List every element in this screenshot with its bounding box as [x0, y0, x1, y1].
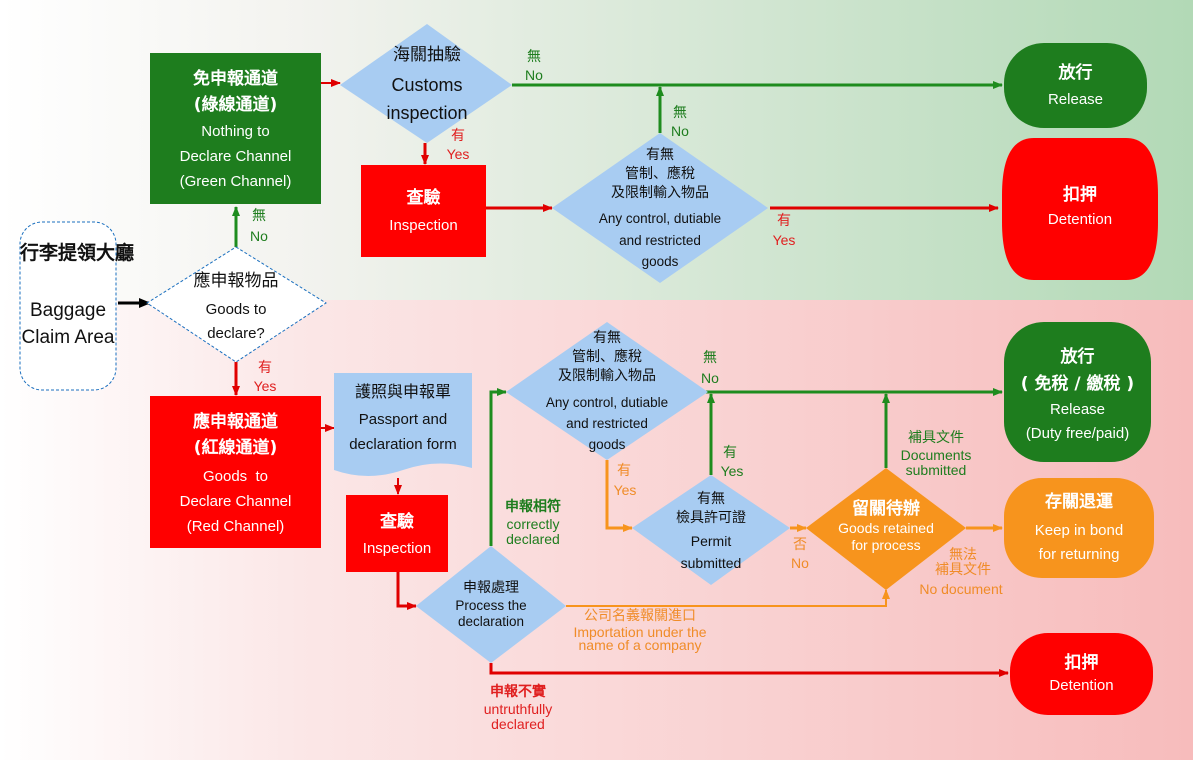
- process-zh: 申報處理: [463, 580, 519, 596]
- goods-to-declare-en: Goods to declare?: [205, 301, 267, 342]
- label-no-en-2: No: [525, 67, 543, 83]
- keep-bond-zh: 存關退運: [1045, 492, 1113, 512]
- arrow-company-to-retained: [566, 589, 890, 607]
- keep-bond-en: Keep in bond for returning: [1034, 522, 1124, 563]
- green-channel-box: [150, 53, 321, 204]
- label-docs-en: Documents submitted: [900, 447, 972, 479]
- detention-top-zh: 扣押: [1063, 185, 1097, 205]
- red-channel-zh: 應申報通道 (紅線通道): [193, 412, 278, 459]
- label-yes-en-5: Yes: [720, 463, 744, 479]
- label-yes-en-3: Yes: [772, 232, 796, 248]
- release-bottom-node: [1004, 322, 1151, 462]
- retained-en: Goods retained for process: [838, 520, 934, 553]
- control-top-zh: 有無 管制、應稅 及限制輸入物品: [611, 147, 709, 201]
- arrow-inspection-to-process: [396, 572, 417, 610]
- label-correct-zh: 申報相符: [505, 499, 561, 515]
- label-correct-en: correctly declared: [506, 516, 560, 548]
- keep-bond-node: [1004, 478, 1154, 578]
- release-top-node: [1004, 43, 1147, 128]
- process-en: Process the declaration: [455, 598, 527, 629]
- detention-top-en: Detention: [1047, 211, 1113, 228]
- release-top-en: Release: [1047, 91, 1104, 108]
- release-top-zh: 放行: [1058, 63, 1093, 83]
- detention-bottom-node: [1010, 633, 1153, 715]
- label-company-en: Importation under the name of a company: [573, 624, 707, 654]
- inspection-bottom-box: [346, 495, 448, 572]
- customs-inspection-zh: 海關抽驗: [393, 45, 461, 65]
- permit-en: Permit submitted: [680, 533, 742, 572]
- inspection-top-box: [361, 165, 486, 257]
- permit-zh: 有無 檢具許可證: [676, 491, 746, 526]
- label-yes-zh-5: 有: [723, 445, 737, 461]
- label-yes-zh-2: 有: [451, 128, 465, 144]
- label-company-zh: 公司名義報關進口: [584, 608, 696, 624]
- label-untrue-en: untruthfully declared: [483, 701, 553, 733]
- label-docs-zh: 補具文件: [908, 430, 964, 446]
- customs-inspection-diamond: [340, 24, 512, 143]
- goods-to-declare-zh: 應申報物品: [193, 271, 279, 291]
- label-nodoc-en: No document: [919, 581, 1003, 597]
- detention-top-node: [1002, 138, 1158, 280]
- label-no-zh-1: 無: [252, 208, 266, 224]
- passport-en: Passport and declaration form: [349, 411, 457, 453]
- label-no-en-3: No: [671, 123, 689, 139]
- retained-diamond: [806, 468, 966, 590]
- label-no-en-4: No: [701, 370, 719, 386]
- label-no-zh-4: 無: [703, 350, 717, 366]
- arrow-untrue-to-detention: [489, 663, 1009, 677]
- label-yes-zh-4: 有: [617, 463, 631, 479]
- baggage-en: Baggage Claim Area: [21, 300, 115, 348]
- red-channel-en: Goods to Declare Channel (Red Channel): [179, 468, 292, 535]
- green-channel-en: Nothing to Declare Channel (Green Channe…: [179, 123, 292, 190]
- control-top-en: Any control, dutiable and restricted goo…: [598, 211, 722, 270]
- label-yes-zh-1: 有: [258, 360, 272, 376]
- label-no-en-5: No: [791, 555, 809, 571]
- label-nodoc-zh: 無法 補具文件: [935, 547, 991, 579]
- passport-zh: 護照與申報單: [354, 382, 451, 401]
- control-bottom-diamond: [506, 322, 708, 460]
- label-no-en-1: No: [250, 228, 268, 244]
- release-bottom-en: Release (Duty free/paid): [1025, 401, 1130, 442]
- permit-diamond: [632, 475, 790, 585]
- label-untrue-zh: 申報不實: [490, 684, 546, 700]
- label-yes-en-4: Yes: [613, 482, 637, 498]
- label-no-zh-3: 無: [673, 105, 687, 121]
- detention-bottom-en: Detention: [1049, 677, 1114, 694]
- customs-inspection-en: Customs inspection: [386, 75, 468, 123]
- release-bottom-zh: 放行 ( 免稅 / 繳稅 ): [1020, 347, 1135, 395]
- arrow-control-yes-to-permit: [605, 460, 633, 532]
- green-channel-zh: 免申報通道 (綠線通道): [193, 69, 278, 116]
- label-yes-en-2: Yes: [446, 146, 470, 162]
- arrow-correct-to-control: [489, 388, 507, 546]
- label-no-zh-2: 無: [527, 49, 541, 65]
- label-fou-zh: 否: [793, 537, 807, 553]
- control-top-diamond: [552, 133, 768, 283]
- retained-zh: 留關待辦: [852, 499, 920, 519]
- label-yes-zh-3: 有: [777, 213, 791, 229]
- baggage-zh: 行李提領大廳: [20, 242, 135, 264]
- red-channel-box: [150, 396, 321, 548]
- inspection-top-en: Inspection: [389, 217, 458, 234]
- baggage-claim-node: [19, 221, 117, 391]
- inspection-bottom-en: Inspection: [362, 540, 432, 557]
- label-yes-en-1: Yes: [253, 378, 277, 394]
- passport-document-shape: [334, 373, 472, 476]
- inspection-top-zh: 查驗: [406, 188, 441, 208]
- process-diamond: [416, 546, 566, 663]
- detention-bottom-zh: 扣押: [1064, 653, 1099, 673]
- goods-to-declare-diamond: [146, 246, 327, 363]
- control-bottom-zh: 有無 管制、應稅 及限制輸入物品: [558, 330, 656, 384]
- control-bottom-en: Any control, dutiable and restricted goo…: [545, 395, 669, 452]
- inspection-bottom-zh: 查驗: [380, 512, 414, 532]
